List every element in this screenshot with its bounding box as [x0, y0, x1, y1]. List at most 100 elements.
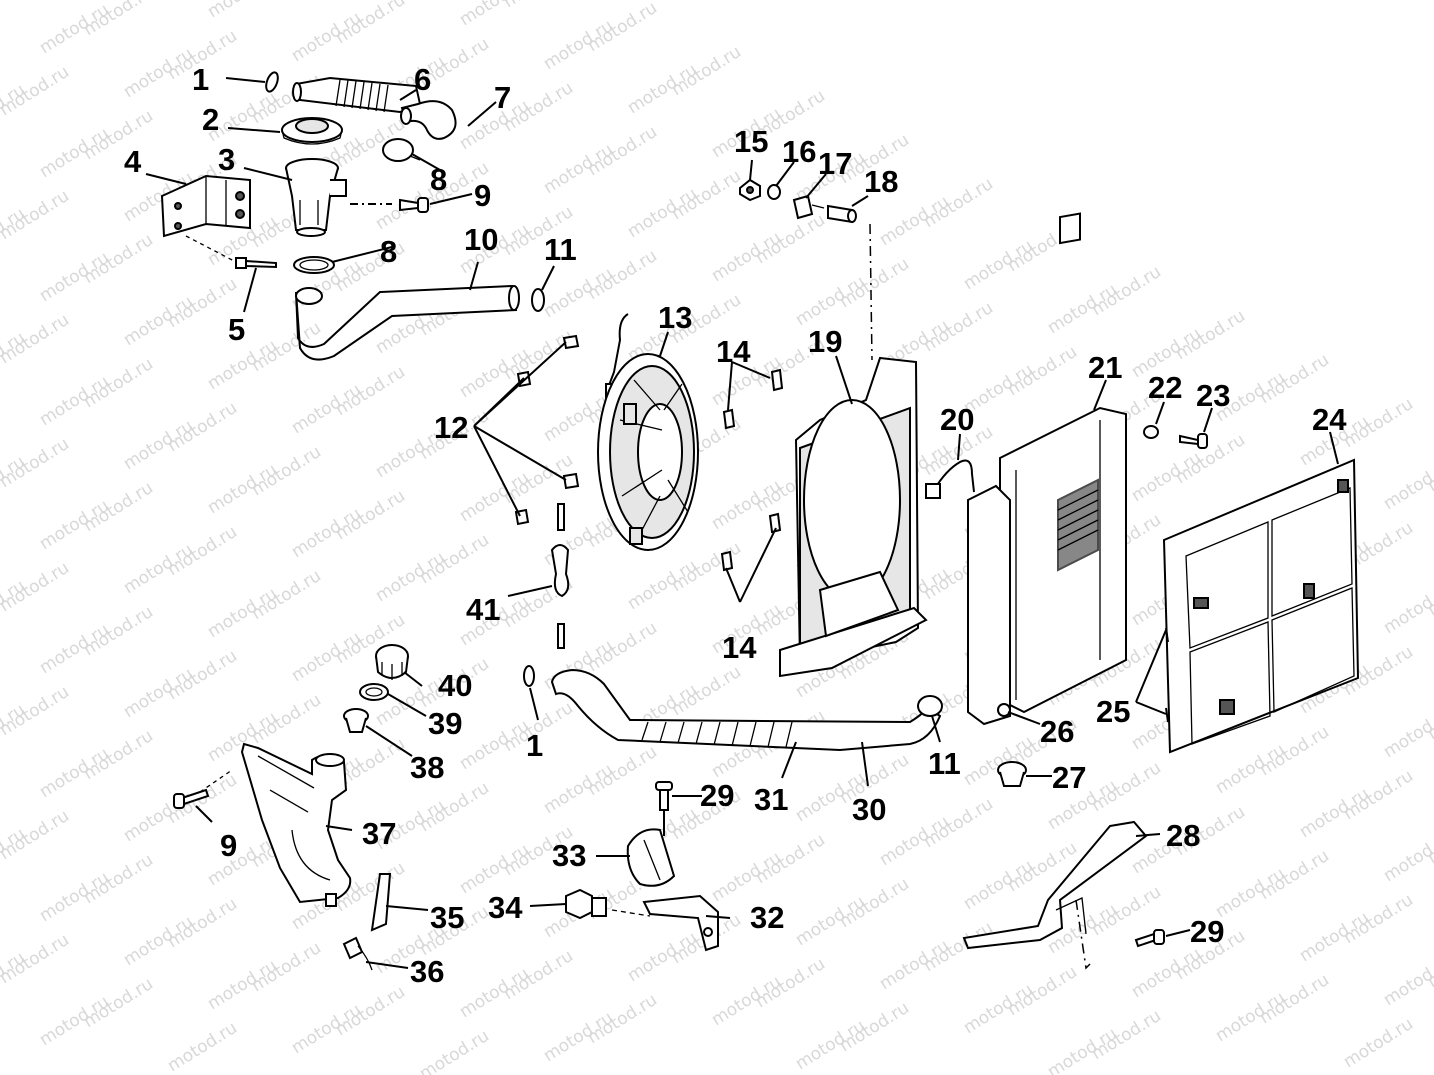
bolt-5 — [185, 235, 277, 269]
clamp-1-lower — [523, 665, 535, 687]
callout-40: 40 — [438, 668, 472, 703]
callout-5: 5 — [228, 312, 245, 347]
watermark-text: motod.ru — [416, 1026, 493, 1075]
hose-6 — [292, 76, 422, 114]
watermark-text: motod.ru — [1380, 828, 1434, 886]
clamp-8-lower-inner — [299, 259, 329, 271]
watermark-text: motod.ru — [164, 1018, 241, 1075]
watermark-text: motod.ru — [248, 0, 325, 4]
callout-24: 24 — [1312, 402, 1347, 437]
callout-9-upper: 9 — [474, 178, 491, 213]
callout-14-lower: 14 — [722, 630, 757, 665]
callout-32: 32 — [750, 900, 784, 935]
leader-lines — [145, 77, 1339, 969]
seal-39-inner — [365, 687, 383, 697]
screw-9-upper — [350, 197, 429, 213]
watermark-text: motod.ru — [1340, 1014, 1417, 1072]
clamp-11-lower — [917, 695, 943, 717]
clips-14 — [720, 368, 784, 572]
callout-41: 41 — [466, 592, 500, 627]
elbow-7 — [400, 100, 457, 140]
hose-31 — [550, 668, 942, 752]
callout-23: 23 — [1196, 378, 1230, 413]
overflow-hose-35 — [370, 873, 392, 932]
callout-12: 12 — [434, 410, 468, 445]
screen-24 — [1162, 458, 1360, 754]
watermark-text: motod.ru — [1380, 580, 1434, 638]
watermark-text: motod.ru — [1380, 456, 1434, 514]
callout-21: 21 — [1088, 350, 1122, 385]
callout-31: 31 — [754, 782, 788, 817]
sensor-20 — [925, 459, 975, 499]
clamp-8-tab — [409, 155, 421, 161]
callout-11-lower: 11 — [928, 746, 961, 781]
fan-13 — [597, 313, 699, 551]
callout-17: 17 — [818, 146, 852, 181]
fan-shroud-19 — [779, 356, 928, 678]
callout-39: 39 — [428, 706, 462, 741]
elbow-7-end — [400, 107, 412, 125]
callout-labels: 1 1 2 3 4 5 6 7 8 8 9 9 10 11 11 12 13 1… — [124, 62, 1347, 989]
callout-3: 3 — [218, 142, 235, 177]
clamp-8-upper — [382, 138, 414, 162]
callout-10: 10 — [464, 222, 498, 257]
reservoir-37 — [240, 742, 352, 907]
callout-18: 18 — [864, 164, 898, 199]
callout-13: 13 — [658, 300, 692, 335]
callout-33: 33 — [552, 838, 586, 873]
cap-40 — [375, 644, 409, 680]
callout-20: 20 — [940, 402, 974, 437]
callout-14-upper: 14 — [716, 334, 751, 369]
hose-10 — [295, 284, 520, 361]
callout-30: 30 — [852, 792, 886, 827]
screw-23 — [1179, 433, 1208, 449]
callout-35: 35 — [430, 900, 464, 935]
watermark-text: motod.ru — [1380, 704, 1434, 762]
bracket-28 — [962, 820, 1148, 970]
callout-1-top: 1 — [192, 62, 209, 97]
callout-22: 22 — [1148, 370, 1182, 405]
filler-neck-3 — [285, 158, 347, 237]
screw-9-lower — [173, 769, 233, 809]
callout-26: 26 — [1040, 714, 1074, 749]
callout-28: 28 — [1166, 818, 1200, 853]
callout-4: 4 — [124, 144, 142, 179]
seal-39 — [359, 683, 389, 701]
dashed-line-18 — [869, 223, 873, 361]
callout-29-right: 29 — [1190, 914, 1224, 949]
connector-41 — [550, 503, 570, 649]
callout-34: 34 — [488, 890, 523, 925]
radiator-cap-2 — [281, 117, 343, 145]
callout-19: 19 — [808, 324, 842, 359]
callout-29-center: 29 — [700, 778, 734, 813]
callout-6: 6 — [414, 62, 431, 97]
clip-33 — [626, 828, 676, 887]
callout-16: 16 — [782, 134, 816, 169]
clamp-11-upper — [531, 288, 545, 312]
radiator-21 — [967, 212, 1127, 726]
callout-15: 15 — [734, 124, 768, 159]
callout-1-lower: 1 — [526, 728, 543, 763]
callout-8-upper: 8 — [430, 162, 447, 197]
washer-22 — [1143, 425, 1159, 439]
neck-38 — [343, 708, 369, 733]
screw-29-center — [655, 781, 673, 811]
bolt-34 — [565, 888, 651, 920]
callout-9-lower: 9 — [220, 828, 237, 863]
parts-drawings — [160, 71, 1360, 971]
clamp-36 — [342, 936, 373, 971]
bracket-4 — [160, 174, 251, 238]
callout-38: 38 — [410, 750, 444, 785]
clamp-1-top — [265, 71, 279, 93]
grommet-27 — [997, 761, 1027, 787]
watermark-text: motod.ru — [204, 0, 281, 22]
bracket-32 — [642, 894, 719, 952]
watermark-text: motod.ru — [0, 0, 29, 14]
callout-36: 36 — [410, 954, 444, 989]
callout-27: 27 — [1052, 760, 1086, 795]
watermark-text: motod.ru — [1380, 952, 1434, 1010]
callout-37: 37 — [362, 816, 396, 851]
callout-2: 2 — [202, 102, 219, 137]
callout-25: 25 — [1096, 694, 1130, 729]
